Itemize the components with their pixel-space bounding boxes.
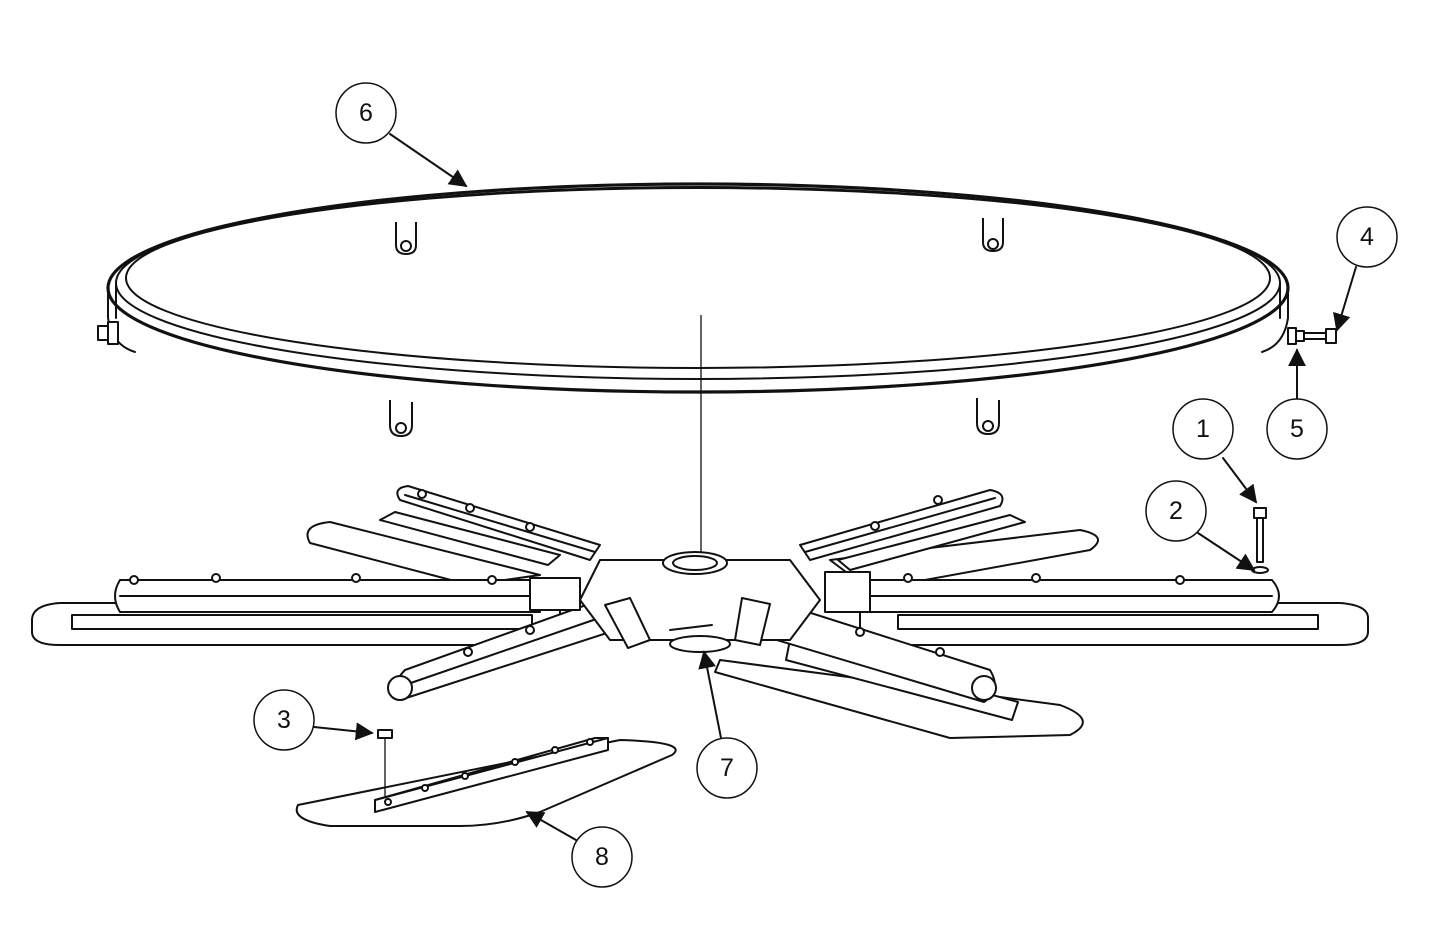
callout-circle bbox=[696, 737, 758, 799]
callout-7: 7 bbox=[696, 737, 758, 799]
blade-right bbox=[859, 579, 1369, 646]
ring-mount-tab-back-right bbox=[982, 218, 1004, 252]
blade-front-right bbox=[714, 599, 1084, 739]
ring-mount-tab-back-left bbox=[395, 222, 417, 255]
hub bbox=[529, 551, 871, 653]
bolt-part-1 bbox=[1253, 507, 1267, 563]
callout-4: 4 bbox=[1336, 206, 1398, 268]
blade-spider-assembly bbox=[31, 485, 1369, 739]
callout-3: 3 bbox=[253, 689, 315, 751]
callout-label: 2 bbox=[1169, 497, 1183, 525]
callout-label: 3 bbox=[277, 706, 291, 734]
callout-circle bbox=[253, 689, 315, 751]
leader-lines bbox=[313, 133, 1357, 841]
callout-circle bbox=[1172, 398, 1234, 460]
callout-circle bbox=[1145, 480, 1207, 542]
ring-side-bolt-left bbox=[97, 321, 119, 345]
callout-label: 8 bbox=[595, 843, 609, 871]
callout-label: 4 bbox=[1360, 223, 1374, 251]
screw-part-3 bbox=[377, 729, 393, 798]
callout-label: 5 bbox=[1290, 415, 1304, 443]
callout-5: 5 bbox=[1266, 398, 1328, 460]
callout-1: 1 bbox=[1172, 398, 1234, 460]
arm-front-left bbox=[387, 599, 611, 701]
blade-left bbox=[31, 579, 561, 646]
blade-part-8 bbox=[295, 737, 677, 827]
ring-side-bolt-right bbox=[1287, 327, 1337, 345]
blade-back-left bbox=[306, 485, 601, 586]
callout-label: 6 bbox=[359, 99, 373, 127]
callout-label: 7 bbox=[720, 754, 734, 782]
ring-mount-tab-front-left bbox=[389, 400, 413, 437]
blade-back-right bbox=[799, 489, 1099, 591]
arm-bolts bbox=[129, 489, 1185, 657]
guard-ring bbox=[106, 182, 1290, 394]
callout-circle bbox=[335, 82, 397, 144]
callout-circle bbox=[571, 826, 633, 888]
callout-8: 8 bbox=[571, 826, 633, 888]
callout-circle bbox=[1336, 206, 1398, 268]
callout-6: 6 bbox=[335, 82, 397, 144]
ring-mount-tab-front-right bbox=[976, 398, 1000, 435]
callout-2: 2 bbox=[1145, 480, 1207, 542]
callout-label: 1 bbox=[1196, 415, 1210, 443]
callout-circle bbox=[1266, 398, 1328, 460]
